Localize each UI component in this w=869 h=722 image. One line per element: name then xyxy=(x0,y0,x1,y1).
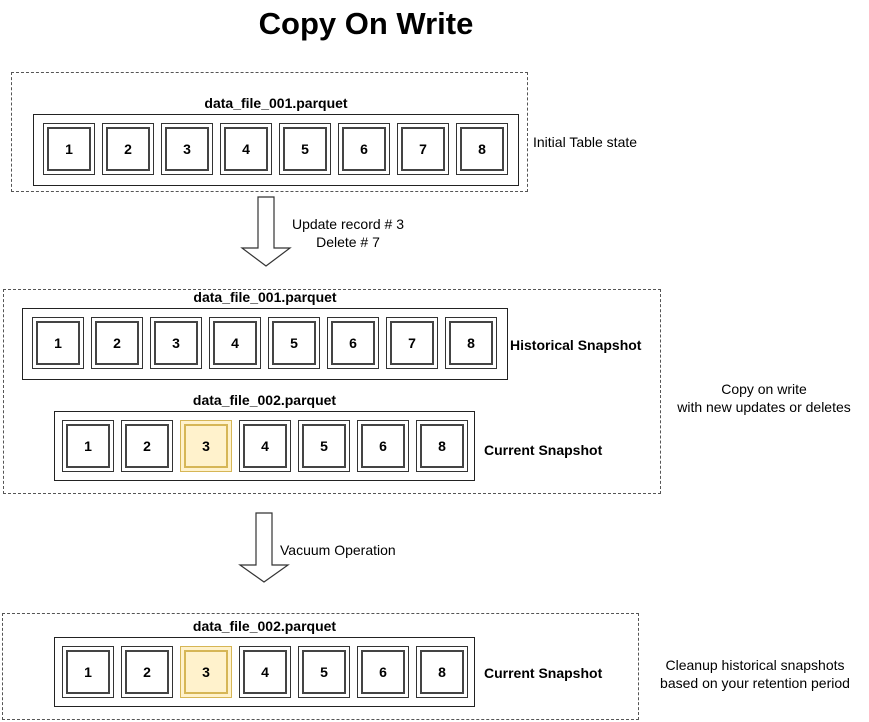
copy-on-write-note-line1: Copy on write xyxy=(721,381,807,397)
record-number: 4 xyxy=(213,321,257,365)
record-cell-4: 4 xyxy=(220,123,272,175)
record-cell-2: 2 xyxy=(121,420,173,472)
record-number: 8 xyxy=(460,127,504,171)
record-cell-1: 1 xyxy=(32,317,84,369)
record-number: 6 xyxy=(361,424,405,468)
record-cell-4: 4 xyxy=(239,646,291,698)
record-cell-5: 5 xyxy=(279,123,331,175)
record-cell-3: 3 xyxy=(180,646,232,698)
vacuum-result-group xyxy=(2,613,639,720)
record-cell-3: 3 xyxy=(150,317,202,369)
record-number: 6 xyxy=(331,321,375,365)
cleanup-note-line2: based on your retention period xyxy=(660,675,850,691)
record-cell-1: 1 xyxy=(62,646,114,698)
record-cell-6: 6 xyxy=(338,123,390,175)
record-number: 5 xyxy=(302,650,346,694)
record-cell-3: 3 xyxy=(161,123,213,175)
record-number: 2 xyxy=(125,424,169,468)
record-cell-2: 2 xyxy=(102,123,154,175)
record-number: 2 xyxy=(106,127,150,171)
record-number: 8 xyxy=(449,321,493,365)
historical-snapshot-label: Historical Snapshot xyxy=(510,337,642,353)
initial-state-group xyxy=(11,72,528,192)
record-number: 7 xyxy=(401,127,445,171)
record-number: 2 xyxy=(125,650,169,694)
record-cell-5: 5 xyxy=(298,646,350,698)
record-number: 3 xyxy=(184,424,228,468)
record-number: 4 xyxy=(243,424,287,468)
record-number: 3 xyxy=(165,127,209,171)
record-number: 2 xyxy=(95,321,139,365)
record-number: 3 xyxy=(184,650,228,694)
record-number: 7 xyxy=(390,321,434,365)
arrow1-label-line1: Update record # 3 xyxy=(291,216,405,232)
record-cell-6: 6 xyxy=(357,646,409,698)
record-number: 8 xyxy=(420,424,464,468)
down-arrow-icon xyxy=(238,512,290,583)
record-cell-4: 4 xyxy=(209,317,261,369)
record-cell-4: 4 xyxy=(239,420,291,472)
record-cell-5: 5 xyxy=(268,317,320,369)
record-number: 1 xyxy=(47,127,91,171)
record-cell-3: 3 xyxy=(180,420,232,472)
record-cell-8: 8 xyxy=(445,317,497,369)
record-number: 5 xyxy=(272,321,316,365)
record-cell-6: 6 xyxy=(327,317,379,369)
record-number: 4 xyxy=(224,127,268,171)
diagram-title: Copy On Write xyxy=(258,6,474,41)
arrow1-label-line2: Delete # 7 xyxy=(316,234,380,250)
record-cell-8: 8 xyxy=(416,646,468,698)
current-snapshot-label: Current Snapshot xyxy=(484,442,603,458)
current-file-label: data_file_002.parquet xyxy=(192,392,337,408)
record-cell-5: 5 xyxy=(298,420,350,472)
vacuum-operation-label: Vacuum Operation xyxy=(280,542,396,558)
record-cell-1: 1 xyxy=(43,123,95,175)
copy-on-write-group xyxy=(3,289,661,494)
historical-file-label: data_file_001.parquet xyxy=(193,289,337,305)
record-number: 1 xyxy=(66,424,110,468)
cleanup-note-line1: Cleanup historical snapshots xyxy=(665,657,845,673)
record-number: 1 xyxy=(66,650,110,694)
record-cell-8: 8 xyxy=(416,420,468,472)
record-cell-2: 2 xyxy=(121,646,173,698)
record-cell-7: 7 xyxy=(386,317,438,369)
record-number: 1 xyxy=(36,321,80,365)
copy-on-write-note-line2: with new updates or deletes xyxy=(677,399,851,415)
record-cell-6: 6 xyxy=(357,420,409,472)
record-cell-2: 2 xyxy=(91,317,143,369)
record-number: 3 xyxy=(154,321,198,365)
vacuum-current-snapshot-label: Current Snapshot xyxy=(484,665,603,681)
record-number: 5 xyxy=(302,424,346,468)
record-number: 6 xyxy=(342,127,386,171)
record-cell-8: 8 xyxy=(456,123,508,175)
record-number: 6 xyxy=(361,650,405,694)
record-cell-7: 7 xyxy=(397,123,449,175)
record-number: 4 xyxy=(243,650,287,694)
record-number: 8 xyxy=(420,650,464,694)
record-number: 5 xyxy=(283,127,327,171)
record-cell-1: 1 xyxy=(62,420,114,472)
down-arrow-icon xyxy=(240,196,292,267)
vacuum-file-label: data_file_002.parquet xyxy=(192,618,337,634)
initial-file-label: data_file_001.parquet xyxy=(204,95,348,111)
initial-state-label: Initial Table state xyxy=(533,134,638,150)
